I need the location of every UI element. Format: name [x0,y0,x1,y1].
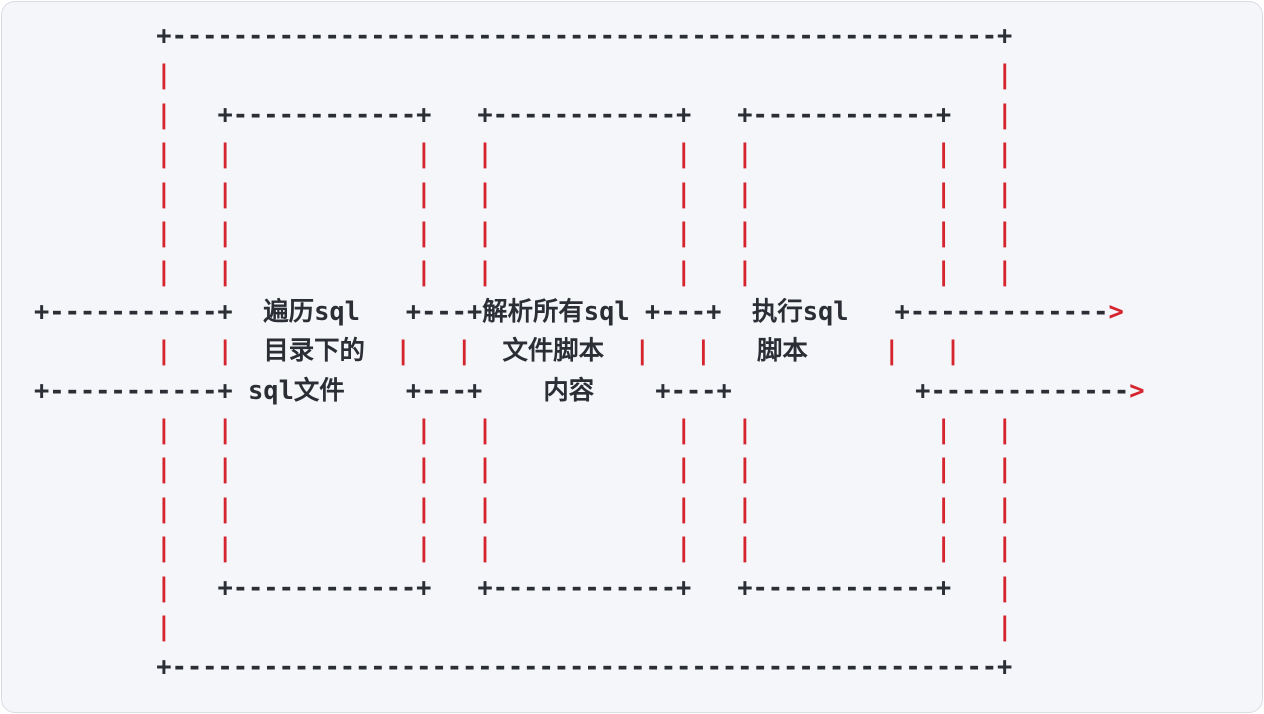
ascii-flow-diagram: +---------------------------------------… [34,20,1145,681]
